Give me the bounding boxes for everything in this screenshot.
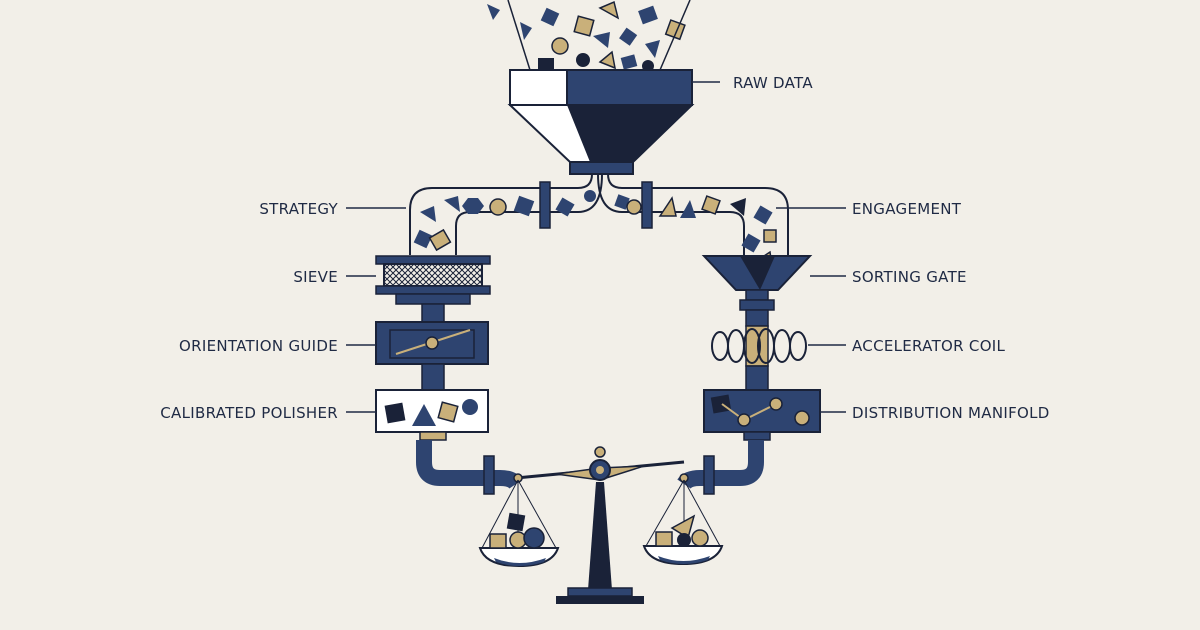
- label-engagement: ENGAGEMENT: [852, 200, 962, 218]
- polisher-icon: [375, 389, 489, 441]
- sieve-icon: [375, 255, 491, 323]
- manifold-icon: [703, 389, 821, 441]
- gate-icon: [701, 255, 813, 327]
- funnel-icon: [507, 69, 720, 175]
- label-distribution-manifold: DISTRIBUTION MANIFOLD: [852, 404, 1050, 422]
- coil-icon: [711, 325, 807, 391]
- label-raw-data: RAW DATA: [733, 74, 813, 92]
- label-orientation-guide: ORIENTATION GUIDE: [179, 337, 338, 355]
- label-sieve: SIEVE: [293, 268, 338, 286]
- label-sorting-gate: SORTING GATE: [852, 268, 967, 286]
- label-strategy: STRATEGY: [259, 200, 338, 218]
- leader-lines: [346, 207, 846, 413]
- falling-shapes: [487, 0, 691, 72]
- label-calibrated-polisher: CALIBRATED POLISHER: [160, 404, 338, 422]
- orientation-guide-icon: [375, 321, 489, 391]
- pipe-icon: [409, 173, 789, 268]
- left-output-pipe: [416, 440, 523, 495]
- scale-icon: [478, 446, 724, 604]
- label-accelerator-coil: ACCELERATOR COIL: [852, 337, 1006, 355]
- right-output-pipe: [677, 440, 764, 495]
